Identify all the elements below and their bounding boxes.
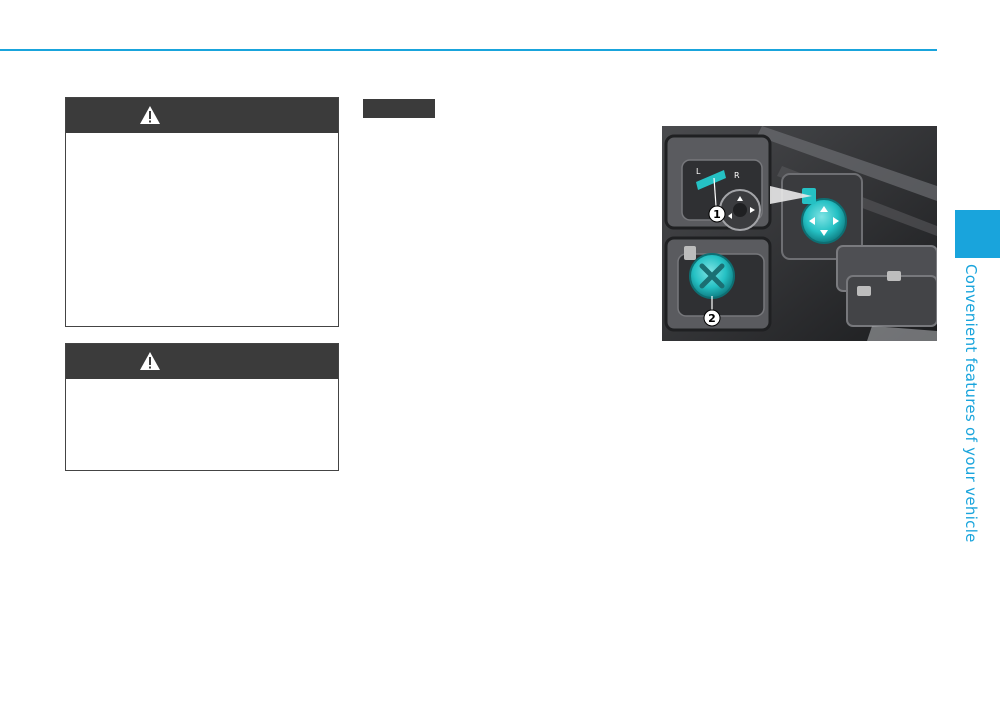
- switch-label-r: R: [734, 171, 740, 180]
- warning-box-2: [65, 343, 339, 471]
- warning-header-2: [66, 344, 338, 379]
- callout-1: 1: [713, 208, 721, 221]
- warning-triangle-icon: [140, 106, 160, 124]
- switch-label-l: L: [696, 167, 701, 176]
- chapter-tab: [955, 210, 1000, 258]
- section-tag: [363, 99, 435, 118]
- mirror-control-svg: L R 1 2: [662, 126, 937, 341]
- warning-header-1: [66, 98, 338, 133]
- warning-box-1: [65, 97, 339, 327]
- warning-triangle-icon: [140, 352, 160, 370]
- chapter-title: Convenient features of your vehicle: [962, 264, 980, 543]
- callout-2: 2: [708, 312, 716, 325]
- top-rule: [0, 49, 937, 51]
- mirror-control-illustration: L R 1 2: [662, 126, 937, 341]
